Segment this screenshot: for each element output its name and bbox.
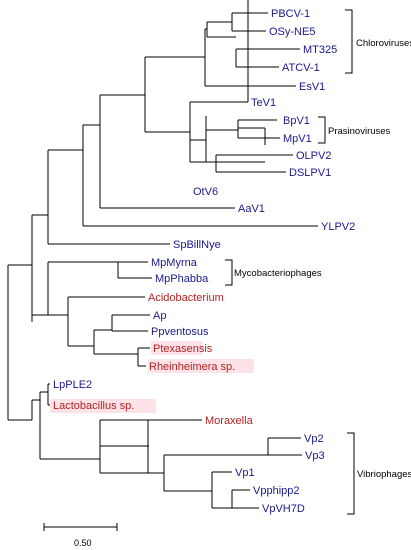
branch-vpphipp-vh7d [231, 489, 259, 509]
leaf-label: Lactobacillus sp. [53, 400, 134, 412]
group-label-chloroviruses: Chloroviruses [356, 38, 411, 49]
branch-lower-half [31, 392, 100, 460]
branch-vp-lower [211, 471, 232, 509]
branch-chloro-core [206, 21, 236, 38]
leaf-label: Moraxella [205, 415, 254, 427]
branch-virus-clade [47, 149, 170, 245]
bracket-mycobacteriophages [225, 259, 233, 286]
branch-prasino-inner [205, 129, 238, 163]
branch-lactobacillus [40, 383, 50, 406]
leaf-label: Rheinheimera sp. [149, 361, 235, 373]
branch-tev1 [189, 101, 265, 163]
leaf-label: SpBillNye [173, 239, 221, 251]
leaf-label: TeV1 [251, 97, 276, 109]
leaf-label: Ppventosus [151, 326, 209, 338]
leaf-label: Vp2 [304, 433, 324, 445]
leaf-label: DSLPV1 [289, 167, 331, 179]
branch-ylpv2 [82, 124, 318, 227]
leaf-label: YLPV2 [321, 221, 355, 233]
highlight-ptexasensis [151, 341, 203, 355]
leaf-label: Acidobacterium [148, 292, 224, 304]
branch-otv6 [144, 56, 205, 133]
bracket-chloroviruses [345, 9, 353, 74]
leaf-label: MT325 [303, 44, 337, 56]
bracket-vibriophages [347, 432, 355, 515]
leaf-label: VpVH7D [262, 503, 305, 515]
leaf-label: Vpphipp2 [253, 485, 300, 497]
branch-pbcv-osy [231, 12, 268, 32]
leaf-label: PBCV-1 [271, 8, 310, 20]
tree-branches-prasino [189, 102, 293, 173]
branch-ap-ppv [111, 314, 150, 332]
leaf-label: OSy-NE5 [269, 26, 315, 38]
highlight-rheinheimera [148, 359, 254, 373]
group-label-mycobacteriophages: Mycobacteriophages [234, 268, 322, 279]
leaf-label: Vp1 [235, 467, 255, 479]
leaf-label: OLPV2 [296, 150, 331, 162]
leaf-label: MpPhabba [155, 273, 209, 285]
branch-ptex-rhein [137, 347, 150, 367]
leaf-label: MpMyrna [151, 257, 198, 269]
leaf-label: Vp3 [305, 450, 325, 462]
branch-ap-group [93, 329, 138, 355]
branch-prasino-parent [189, 102, 206, 141]
leaf-label: EsV1 [299, 81, 325, 93]
branch-bpv-mpv [237, 119, 280, 139]
branch-vibriophages [163, 454, 268, 492]
bacterium-labels: Acidobacterium Ptexasensis Rheinheimera … [53, 292, 254, 427]
branch-vibrio-rebuild [100, 419, 202, 474]
bacterium-highlights [50, 341, 254, 413]
tree-branches [7, 0, 318, 421]
leaf-label: OtV6 [193, 186, 218, 198]
branch-olpv-dslpv [215, 154, 293, 173]
leaf-label: AaV1 [238, 203, 265, 215]
leaf-label: Ap [153, 310, 166, 322]
branch-acido-clade [31, 296, 145, 347]
branch-prasino [238, 127, 266, 145]
scale-bar [43, 523, 118, 531]
leaf-labels: PBCV-1 OSy-NE5 MT325 ATCV-1 EsV1 TeV1 Bp… [53, 8, 355, 515]
branch-root [7, 264, 32, 421]
leaf-label: MpV1 [283, 133, 312, 145]
leaf-label: BpV1 [283, 115, 310, 127]
branch-vp2-vp3 [267, 437, 302, 456]
bracket-prasinoviruses [318, 116, 326, 144]
leaf-label: ATCV-1 [282, 62, 320, 74]
branch-aav1 [99, 94, 235, 209]
leaf-label: LpPLE2 [53, 379, 92, 391]
branch-mt325-atcv [235, 48, 300, 68]
branch-mycobacteriophages [47, 261, 152, 315]
scale-bar-label: 0.50 [74, 538, 92, 548]
group-label-prasinoviruses: Prasinoviruses [328, 126, 391, 137]
highlight-lactobacillus [50, 399, 156, 413]
leaf-label: Ptexasensis [153, 343, 213, 355]
group-label-vibriophages: Vibriophages [357, 469, 411, 480]
branch-upper-half [31, 214, 48, 316]
